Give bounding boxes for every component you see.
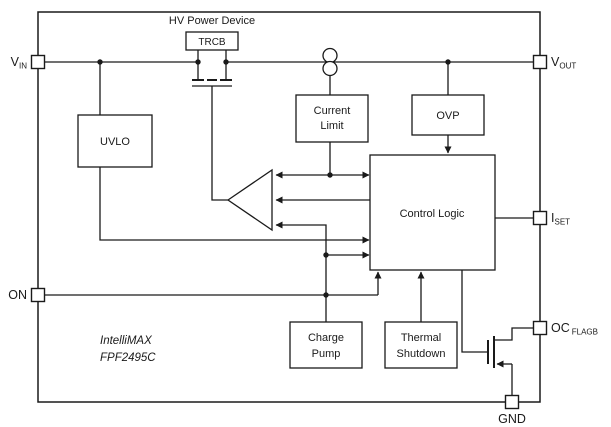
junction-dots: [97, 59, 451, 298]
wire-oc-drain: [494, 327, 534, 341]
hv-power-device-label: HV Power Device: [169, 15, 255, 27]
ovp-block: [411, 94, 485, 136]
wire-fet-stubs: [197, 62, 227, 80]
vout-label: VOUT: [551, 55, 576, 71]
junction-dot: [327, 172, 333, 178]
trcb-label: TRCB: [198, 37, 226, 48]
charge-pump-label-line1: Charge: [308, 332, 344, 344]
wire-uvlo-to-logic: [99, 167, 370, 244]
on-label: ON: [8, 288, 27, 302]
vout-pin: [532, 54, 548, 70]
trcb-block: [185, 31, 239, 51]
chip-boundary: [37, 11, 541, 403]
current-limit-block: [295, 94, 369, 143]
junction-dot: [223, 59, 229, 65]
junction-dot: [323, 252, 329, 258]
wire-logic-to-oc-gate: [461, 270, 488, 353]
junction-dot: [195, 59, 201, 65]
charge-pump-label-line2: Pump: [312, 348, 341, 360]
wire-trcb-leads: [197, 50, 227, 62]
pin-pads: [30, 54, 548, 410]
current-sense-coil-top: [322, 47, 338, 64]
part-family-label: IntelliMAX: [100, 335, 153, 347]
gnd-label: GND: [498, 412, 526, 426]
gate-amplifier-triangle: [226, 168, 273, 232]
uvlo-block: [77, 114, 153, 168]
vin-label: VIN: [11, 55, 28, 71]
current-limit-label-line2: Limit: [320, 120, 343, 132]
current-limit-label-line1: Current: [314, 105, 351, 117]
thermal-shutdown-label-line2: Shutdown: [397, 348, 446, 360]
vin-pin: [30, 54, 46, 70]
iset-pin: [532, 210, 548, 226]
thermal-shutdown-label-line1: Thermal: [401, 332, 441, 344]
control-logic-block: [369, 154, 496, 271]
wire-gate-drive: [211, 86, 228, 201]
control-logic-label: Control Logic: [400, 208, 465, 220]
uvlo-label: UVLO: [100, 136, 130, 148]
oc-flagb-pin: [532, 320, 548, 336]
junction-dot: [445, 59, 451, 65]
on-pin: [30, 287, 46, 303]
junction-dot: [323, 292, 329, 298]
junction-dot: [97, 59, 103, 65]
charge-pump-block: [289, 321, 363, 369]
ovp-label: OVP: [436, 110, 459, 122]
gnd-pin: [504, 394, 520, 410]
part-number-label: FPF2495C: [100, 352, 156, 364]
iset-label: ISET: [551, 211, 570, 227]
current-sense-coil-bottom: [322, 60, 338, 77]
thermal-shutdown-block: [384, 321, 458, 369]
wire-charge-pump-to-amp: [275, 221, 327, 322]
